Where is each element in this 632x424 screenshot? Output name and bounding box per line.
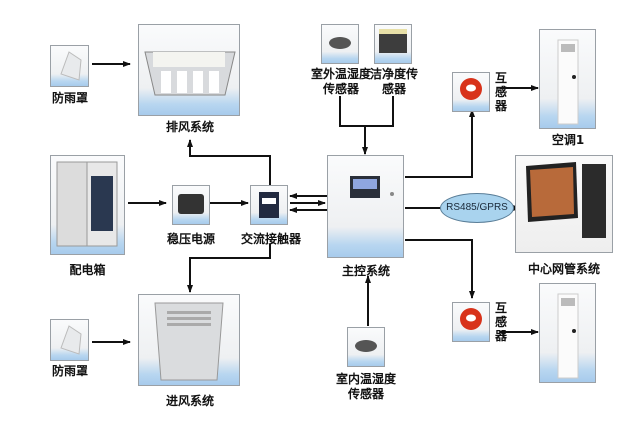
ct-icon xyxy=(460,308,482,330)
indoor-th-sensor-label-2: 传感器 xyxy=(347,387,384,401)
current-transformer-bottom-label: 互感器 xyxy=(494,301,507,343)
air-conditioner-icon xyxy=(557,293,579,379)
main-control-label: 主控系统 xyxy=(341,264,390,278)
air-conditioner-2-image xyxy=(539,283,596,383)
intake-system-image xyxy=(138,294,240,386)
current-transformer-top-label: 互感器 xyxy=(494,71,507,113)
arrow-main-ctbottom xyxy=(405,239,475,299)
main-control-image xyxy=(327,155,404,258)
exhaust-system-image xyxy=(138,24,240,116)
air-conditioner-1-label: 空调1 xyxy=(551,133,585,147)
exhaust-fan-icon xyxy=(144,51,236,96)
rain-cover-icon xyxy=(60,51,82,81)
rain-cover-bottom-image xyxy=(50,319,89,361)
outdoor-th-sensor-image xyxy=(321,24,359,64)
ac-contactor-image xyxy=(250,185,288,225)
current-transformer-bottom-image xyxy=(452,302,490,342)
contactor-icon xyxy=(259,192,279,218)
rain-cover-top-label: 防雨罩 xyxy=(51,91,88,105)
rain-cover-icon xyxy=(60,325,82,355)
regulated-power-label: 稳压电源 xyxy=(166,232,215,246)
regulated-power-image xyxy=(172,185,210,225)
ct-icon xyxy=(460,78,482,100)
ac-contactor-label: 交流接触器 xyxy=(240,232,301,246)
indoor-th-sensor-label-1: 室内温湿度 xyxy=(335,372,396,386)
arrow-contactor-intake xyxy=(187,244,271,293)
line-outdoor-sensor xyxy=(339,96,394,127)
rs485-gprs-link: RS485/GPRS xyxy=(440,193,514,223)
distribution-box-label: 配电箱 xyxy=(69,263,106,277)
rain-cover-bottom-label: 防雨罩 xyxy=(51,364,88,378)
intake-system-label: 进风系统 xyxy=(165,394,214,408)
power-supply-icon xyxy=(178,194,204,214)
arrow-contactor-exhaust xyxy=(187,139,271,186)
current-transformer-top-image xyxy=(452,72,490,112)
intake-vent-icon xyxy=(154,302,224,381)
distribution-box-image xyxy=(50,155,125,255)
outdoor-th-sensor-label-1: 室外温湿度 xyxy=(310,67,371,81)
exhaust-system-label: 排风系统 xyxy=(165,120,214,134)
central-management-image xyxy=(515,155,613,253)
air-conditioner-icon xyxy=(557,39,579,125)
cleanliness-sensor-image xyxy=(374,24,412,64)
cleanliness-sensor-label-2: 感器 xyxy=(381,82,406,96)
arrow-main-cttop xyxy=(405,109,475,178)
distribution-box-icon xyxy=(56,161,118,247)
sensor-icon xyxy=(355,340,377,352)
cleanliness-sensor-icon xyxy=(379,29,407,53)
sensor-icon xyxy=(329,37,351,49)
cleanliness-sensor-label-1: 洁净度传 xyxy=(369,67,418,81)
computer-icon xyxy=(526,162,606,238)
air-conditioner-1-image xyxy=(539,29,596,129)
outdoor-th-sensor-label-2: 传感器 xyxy=(322,82,359,96)
central-management-label: 中心网管系统 xyxy=(527,262,600,276)
indoor-th-sensor-image xyxy=(347,327,385,367)
rain-cover-top-image xyxy=(50,45,89,87)
controller-icon xyxy=(350,176,394,198)
